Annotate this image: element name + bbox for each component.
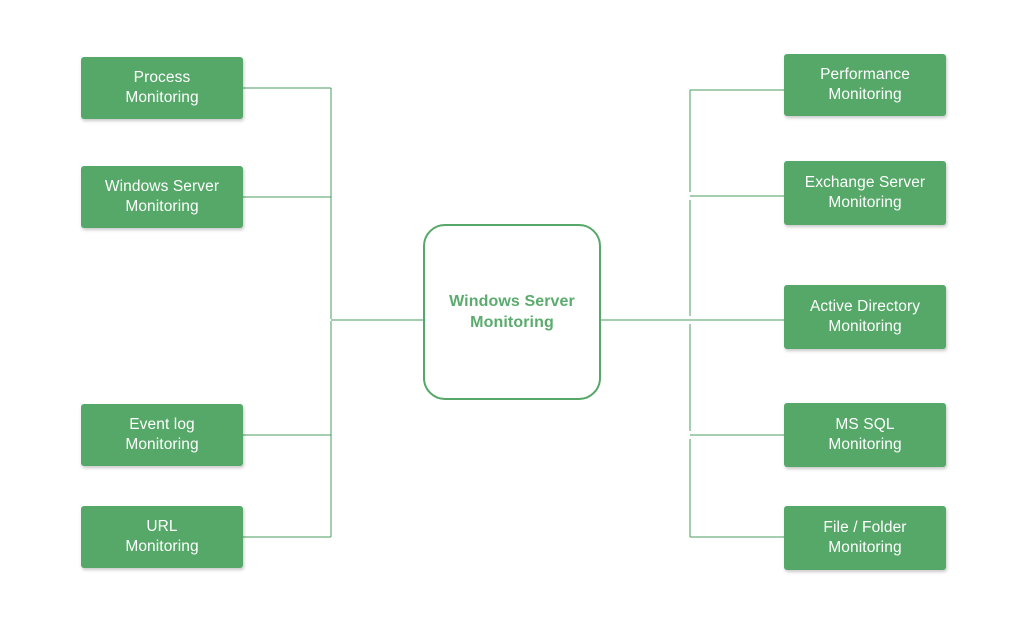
node-file-folder-monitoring[interactable]: File / Folder Monitoring: [784, 506, 946, 570]
node-exchange-server-monitoring[interactable]: Exchange Server Monitoring: [784, 161, 946, 225]
node-label: Exchange Server Monitoring: [804, 173, 926, 211]
node-performance-monitoring[interactable]: Performance Monitoring: [784, 54, 946, 116]
node-windows-server-monitoring-left[interactable]: Windows Server Monitoring: [81, 166, 243, 228]
node-label: MS SQL Monitoring: [828, 415, 902, 453]
center-node-label: Windows Server Monitoring: [449, 292, 575, 331]
node-label: URL Monitoring: [125, 517, 199, 555]
node-label: Active Directory Monitoring: [809, 297, 921, 335]
node-label: Performance Monitoring: [820, 65, 910, 103]
node-url-monitoring[interactable]: URL Monitoring: [81, 506, 243, 568]
node-event-log-monitoring[interactable]: Event log Monitoring: [81, 404, 243, 466]
node-label: Event log Monitoring: [125, 415, 199, 453]
node-active-directory-monitoring[interactable]: Active Directory Monitoring: [784, 285, 946, 349]
node-process-monitoring[interactable]: Process Monitoring: [81, 57, 243, 119]
node-label: Process Monitoring: [125, 68, 199, 106]
node-ms-sql-monitoring[interactable]: MS SQL Monitoring: [784, 403, 946, 467]
node-label: File / Folder Monitoring: [823, 518, 907, 556]
node-label: Windows Server Monitoring: [104, 177, 220, 215]
node-center-windows-server-monitoring[interactable]: Windows Server Monitoring: [423, 224, 601, 400]
